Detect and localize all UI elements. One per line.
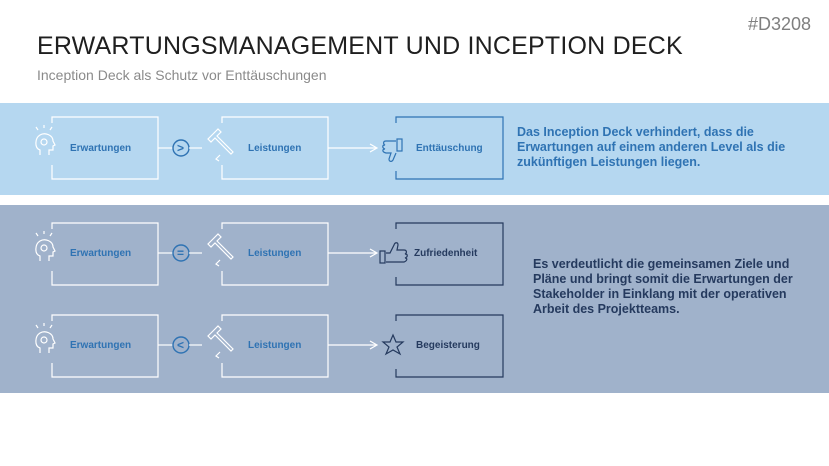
thumbs-down-icon bbox=[382, 138, 403, 162]
band-satisfaction: Erwartungen = Leistungen Zufriedenheit bbox=[0, 205, 829, 393]
flow-row-3-graphic bbox=[35, 314, 504, 378]
arrow-icon bbox=[328, 143, 379, 153]
wrench-icon bbox=[207, 233, 234, 267]
thumbs-up-icon bbox=[379, 242, 408, 264]
operator-symbol: > bbox=[177, 141, 185, 155]
expectation-label: Erwartungen bbox=[70, 143, 132, 154]
flow-row-1: Erwartungen > Leistungen Enttäuschung bbox=[0, 103, 510, 195]
result-label: Begeisterung bbox=[416, 340, 480, 351]
operator-symbol: < bbox=[177, 338, 185, 352]
flow-row-2: Erwartungen = Leistungen Zufriedenheit bbox=[0, 205, 510, 297]
expectation-box bbox=[51, 314, 159, 378]
page-title: ERWARTUNGSMANAGEMENT UND INCEPTION DECK bbox=[37, 32, 683, 60]
expectation-box bbox=[51, 222, 159, 286]
description-bottom: Es verdeutlicht die gemeinsamen Ziele un… bbox=[533, 257, 793, 316]
result-box bbox=[395, 222, 504, 286]
flow-row-1-graphic bbox=[35, 116, 504, 180]
result-box bbox=[395, 314, 504, 378]
band-disappointment: Erwartungen > Leistungen Enttäuschung Da… bbox=[0, 103, 829, 195]
arrow-icon bbox=[328, 248, 379, 258]
expectation-label: Erwartungen bbox=[70, 248, 132, 259]
head-gear-icon bbox=[35, 231, 56, 261]
expectation-label: Erwartungen bbox=[70, 340, 132, 351]
performance-box bbox=[221, 314, 329, 378]
head-gear-icon bbox=[35, 323, 56, 353]
wrench-icon bbox=[207, 325, 234, 359]
flow-row-2-graphic bbox=[35, 222, 504, 286]
code-label: #D3208 bbox=[747, 14, 811, 34]
page-subtitle: Inception Deck als Schutz vor Enttäuschu… bbox=[37, 67, 327, 83]
performance-label: Leistungen bbox=[248, 340, 302, 351]
star-icon bbox=[381, 333, 405, 356]
performance-label: Leistungen bbox=[248, 143, 302, 154]
wrench-icon bbox=[207, 128, 234, 162]
arrow-icon bbox=[328, 340, 379, 350]
head-gear-icon bbox=[35, 125, 56, 155]
flow-row-3: Erwartungen < Leistungen Begeisterung bbox=[0, 297, 510, 389]
result-label: Zufriedenheit bbox=[414, 248, 478, 259]
description-top: Das Inception Deck verhindert, dass die … bbox=[517, 125, 786, 169]
performance-label: Leistungen bbox=[248, 248, 302, 259]
performance-box bbox=[221, 222, 329, 286]
result-box bbox=[395, 116, 504, 180]
operator-symbol: = bbox=[177, 246, 185, 260]
result-label: Enttäuschung bbox=[416, 143, 483, 154]
